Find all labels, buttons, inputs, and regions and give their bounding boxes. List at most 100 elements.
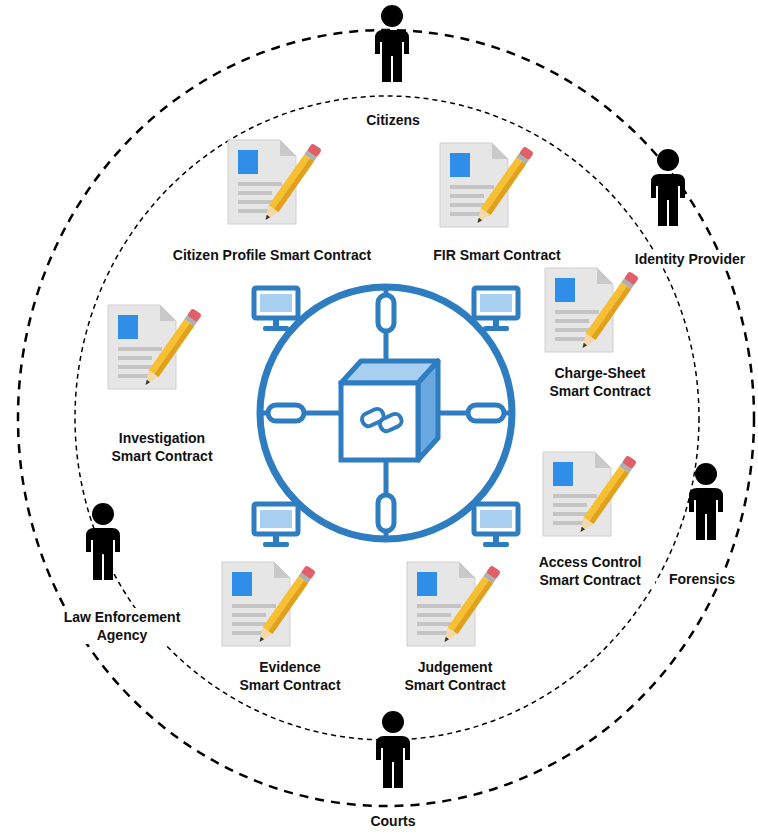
icon-part	[254, 504, 298, 534]
icon-part	[576, 517, 594, 535]
icon-part	[141, 370, 159, 388]
icon-part	[118, 374, 152, 378]
icon-part	[473, 208, 491, 226]
outer-ring	[18, 30, 754, 806]
icon-part	[553, 503, 587, 507]
icon-part	[260, 294, 292, 312]
icon-part	[474, 504, 518, 534]
icon-part	[483, 542, 509, 547]
icon-part	[232, 631, 266, 635]
icon-part	[261, 205, 279, 223]
document-icon	[108, 305, 202, 389]
icon-part	[280, 140, 296, 156]
icon-part	[232, 572, 252, 596]
document-icon	[545, 268, 639, 352]
icon-part	[578, 333, 596, 351]
icon-part	[476, 218, 482, 224]
contract-label: FIR Smart Contract	[430, 246, 564, 264]
person-icon	[376, 711, 410, 788]
computer-icon	[254, 504, 298, 547]
icon-part	[453, 580, 493, 634]
icon-part	[576, 455, 637, 536]
person-label: Law Enforcement Agency	[49, 608, 195, 644]
block-cube	[341, 361, 438, 460]
contract-label: Charge-Sheet Smart Contract	[537, 364, 663, 400]
icon-part	[492, 143, 508, 159]
icon-part	[486, 161, 526, 215]
contract-label: Investigation Smart Contract	[103, 429, 221, 465]
icon-part	[238, 150, 258, 174]
icon-part	[589, 470, 629, 524]
icon-part	[274, 562, 290, 578]
icon-part	[597, 268, 613, 284]
person-icon	[86, 503, 120, 580]
icon-part	[555, 310, 599, 314]
icon-part	[481, 157, 526, 215]
icon-part	[443, 637, 449, 643]
icon-part	[254, 288, 298, 318]
icon-part	[657, 149, 679, 171]
icon-part	[474, 288, 518, 318]
chain-link	[268, 405, 304, 421]
icon-part	[268, 580, 308, 634]
icon-part	[450, 212, 484, 216]
icon-part	[118, 347, 162, 351]
icon-part	[154, 323, 194, 377]
icon-part	[378, 412, 403, 433]
icon-part	[695, 463, 717, 485]
icon-part	[459, 562, 475, 578]
icon-part	[493, 320, 499, 327]
document-icon	[222, 562, 316, 646]
icon-part	[448, 576, 493, 634]
contract-label: Judgement Smart Contract	[400, 658, 510, 694]
person-icon	[689, 463, 723, 540]
icon-part	[493, 536, 499, 543]
icon-part	[238, 191, 272, 195]
icon-part	[149, 319, 194, 377]
icon-part	[263, 326, 289, 331]
icon-part	[553, 462, 573, 486]
icon-part	[581, 343, 587, 349]
icon-part	[689, 488, 723, 540]
icon-part	[595, 452, 611, 468]
icon-part	[584, 466, 629, 524]
person-label: Identity Provider	[632, 250, 748, 268]
person-label: Courts	[367, 812, 418, 830]
icon-part	[258, 637, 264, 643]
icon-part	[141, 308, 202, 389]
icon-part	[264, 215, 270, 221]
contract-label: Access Control Smart Contract	[525, 553, 655, 589]
icon-part	[440, 627, 458, 645]
icon-part	[232, 613, 266, 617]
icon-part	[92, 503, 114, 525]
icon-part	[418, 361, 438, 460]
chain-link	[378, 295, 394, 331]
icon-part	[255, 565, 316, 646]
icon-part	[450, 185, 494, 189]
icon-part	[586, 282, 631, 340]
icon-part	[417, 604, 461, 608]
icon-part	[417, 572, 437, 596]
icon-part	[376, 736, 410, 788]
document-icon	[440, 143, 534, 227]
icon-part	[480, 294, 512, 312]
icon-part	[591, 286, 631, 340]
icon-part	[450, 153, 470, 177]
icon-part	[473, 146, 534, 227]
document-icon	[407, 562, 501, 646]
person-label: Citizens	[363, 111, 423, 129]
icon-part	[263, 576, 308, 634]
icon-part	[553, 521, 587, 525]
icon-part	[255, 627, 273, 645]
icon-part	[450, 194, 484, 198]
icon-part	[238, 182, 282, 186]
icon-part	[483, 326, 509, 331]
icon-part	[480, 510, 512, 528]
contract-label: Citizen Profile Smart Contract	[170, 246, 374, 264]
icon-part	[555, 278, 575, 302]
icon-part	[261, 143, 322, 224]
icon-part	[579, 527, 585, 533]
person-label: Forensics	[666, 570, 738, 588]
icon-part	[382, 711, 404, 733]
